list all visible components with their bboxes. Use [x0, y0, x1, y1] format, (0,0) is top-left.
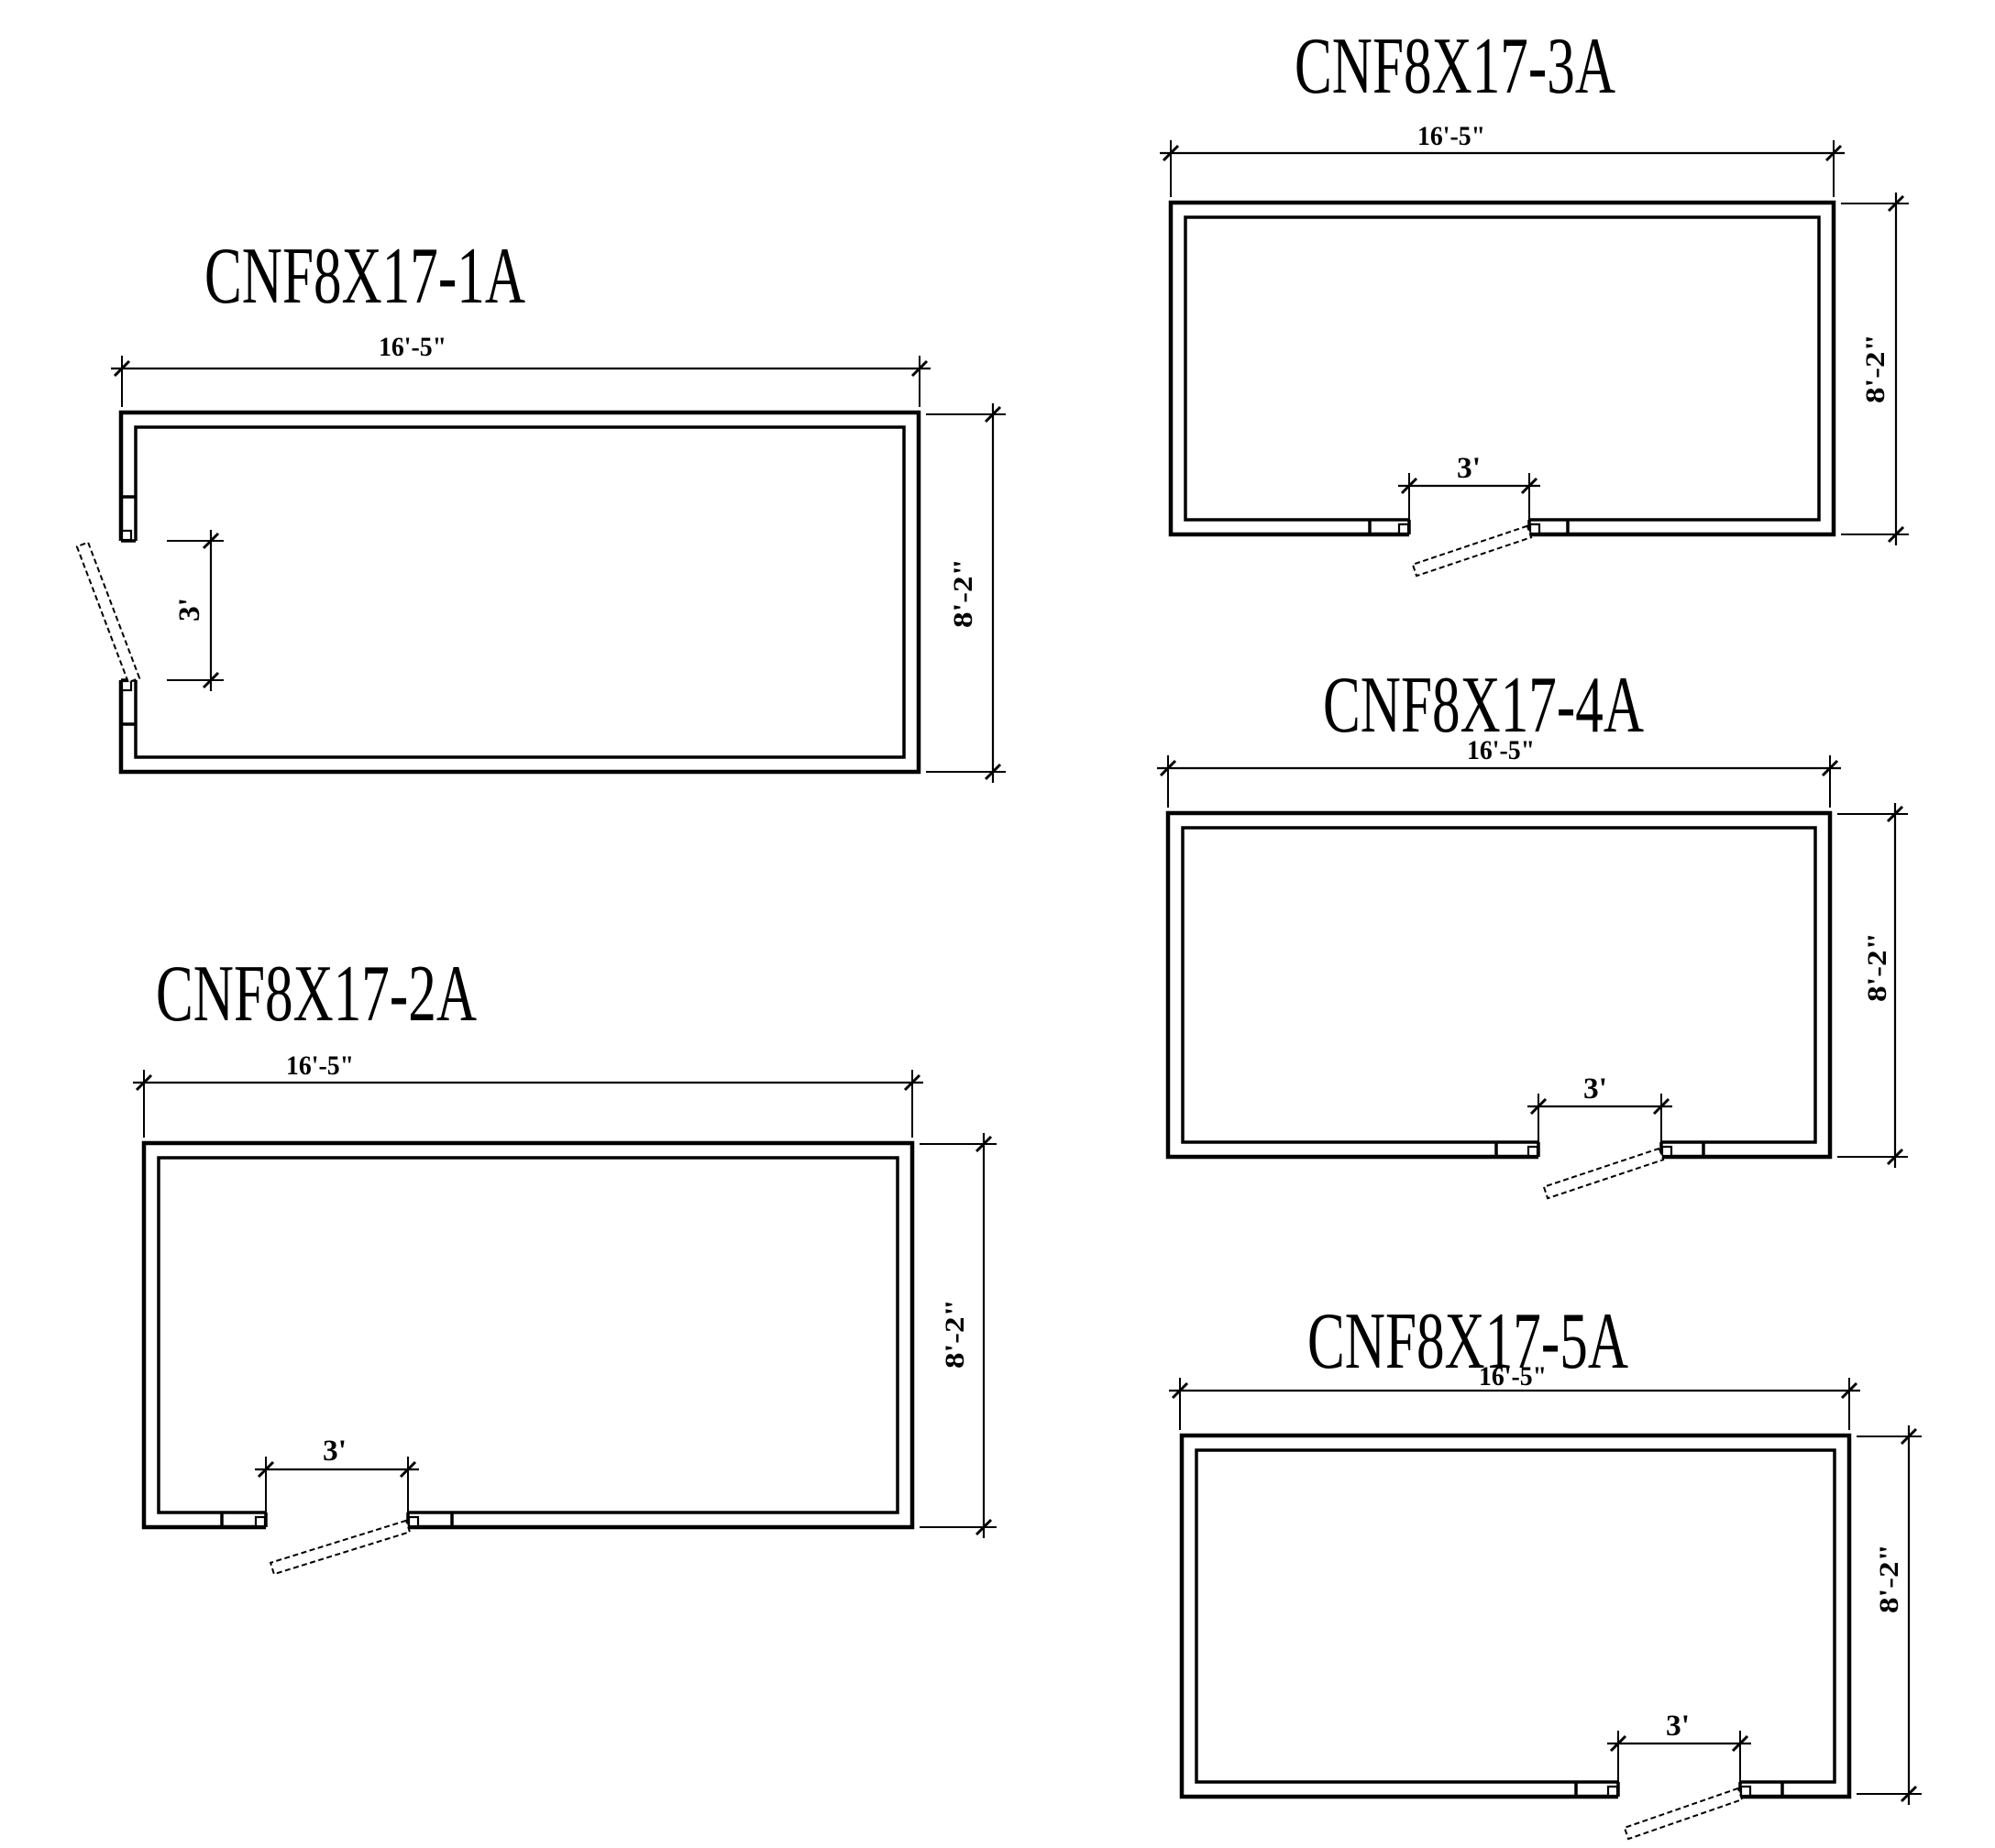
width-dimension-label: 16'-5": [286, 1050, 354, 1081]
door-jamb-notch: [1606, 1785, 1619, 1798]
room-outline-inner: [1181, 826, 1817, 1144]
room-outline-outer: [141, 1140, 915, 1530]
door-jamb-notch: [1660, 1145, 1673, 1158]
door-dimension-label: 3': [323, 1435, 347, 1468]
width-dimension-label: 16'-5": [1417, 121, 1485, 151]
door-dimension-label: 3': [1457, 452, 1481, 485]
room-walls: [1165, 810, 1833, 1160]
room-outline-inner: [1195, 1448, 1836, 1784]
plan-title: CNF8X17-5A: [1307, 1297, 1628, 1386]
height-dimension-label: 8'-2": [1862, 932, 1892, 1002]
door-width-dimension: 3': [1398, 452, 1540, 522]
width-dimension: 16'-5": [1157, 735, 1841, 808]
door-jamb-notch: [120, 529, 133, 542]
room-walls: [1168, 200, 1836, 537]
room-walls: [1179, 1433, 1852, 1799]
door-jamb-notch: [1528, 522, 1541, 535]
door-leaf: [75, 541, 141, 684]
door-dimension-label: 3': [173, 598, 206, 622]
width-dimension: 16'-5": [1169, 1361, 1860, 1430]
door-leaf: [1623, 1787, 1744, 1841]
width-dimension-label: 16'-5": [379, 332, 446, 362]
room-walls: [141, 1140, 915, 1530]
height-dimension-label: 8'-2": [948, 558, 978, 628]
room-outline-outer: [118, 410, 921, 775]
room-outline-inner: [134, 425, 906, 759]
door-width-dimension: 3': [255, 1435, 419, 1514]
door-leaf: [1542, 1147, 1665, 1200]
door-width-dimension: 3': [1527, 1072, 1672, 1144]
door-jamb-notch: [254, 1515, 267, 1528]
door-dimension-label: 3': [1583, 1072, 1607, 1106]
plan-title: CNF8X17-4A: [1323, 661, 1644, 750]
plan-cnf8x17-1a: CNF8X17-1A 16'-5" 8'-2" 3': [75, 232, 1006, 783]
height-dimension: 8'-2": [1837, 803, 1908, 1168]
door-leaf: [269, 1519, 412, 1576]
height-dimension: 8'-2": [1857, 1425, 1922, 1805]
door-jamb-notch: [120, 679, 133, 692]
height-dimension-label: 8'-2": [1860, 334, 1890, 403]
height-dimension: 8'-2": [1841, 192, 1909, 545]
room-outline-inner: [1184, 215, 1821, 522]
width-dimension-label: 16'-5": [1467, 735, 1535, 765]
room-outline-outer: [1165, 810, 1833, 1160]
plan-title: CNF8X17-2A: [156, 950, 477, 1039]
door-jamb-notch: [1527, 1145, 1539, 1158]
door-jamb-notch: [1739, 1785, 1752, 1798]
door-jamb-notch: [1397, 522, 1410, 535]
door-dimension-label: 3': [1666, 1710, 1690, 1743]
door-width-dimension: 3': [1607, 1710, 1751, 1784]
door-jamb-notch: [407, 1515, 420, 1528]
plan-title: CNF8X17-1A: [204, 232, 525, 321]
room-outline-inner: [157, 1156, 899, 1514]
door-width-dimension: 3': [167, 530, 224, 691]
height-dimension-label: 8'-2": [1874, 1544, 1904, 1613]
height-dimension: 8'-2": [926, 403, 1006, 783]
width-dimension-label: 16'-5": [1479, 1361, 1547, 1392]
width-dimension: 16'-5": [1160, 121, 1845, 197]
door-leaf: [1411, 524, 1533, 578]
plan-title: CNF8X17-3A: [1295, 22, 1615, 111]
room-walls: [118, 410, 921, 775]
height-dimension: 8'-2": [920, 1133, 997, 1538]
width-dimension: 16'-5": [133, 1050, 923, 1138]
room-outline-outer: [1179, 1433, 1852, 1799]
plan-cnf8x17-3a: CNF8X17-3A 16'-5" 8'-2" 3': [1160, 22, 1909, 578]
plan-cnf8x17-2a: CNF8X17-2A 16'-5" 8'-2" 3': [133, 950, 997, 1576]
width-dimension: 16'-5": [111, 332, 931, 407]
room-outline-outer: [1168, 200, 1836, 537]
height-dimension-label: 8'-2": [940, 1299, 970, 1369]
